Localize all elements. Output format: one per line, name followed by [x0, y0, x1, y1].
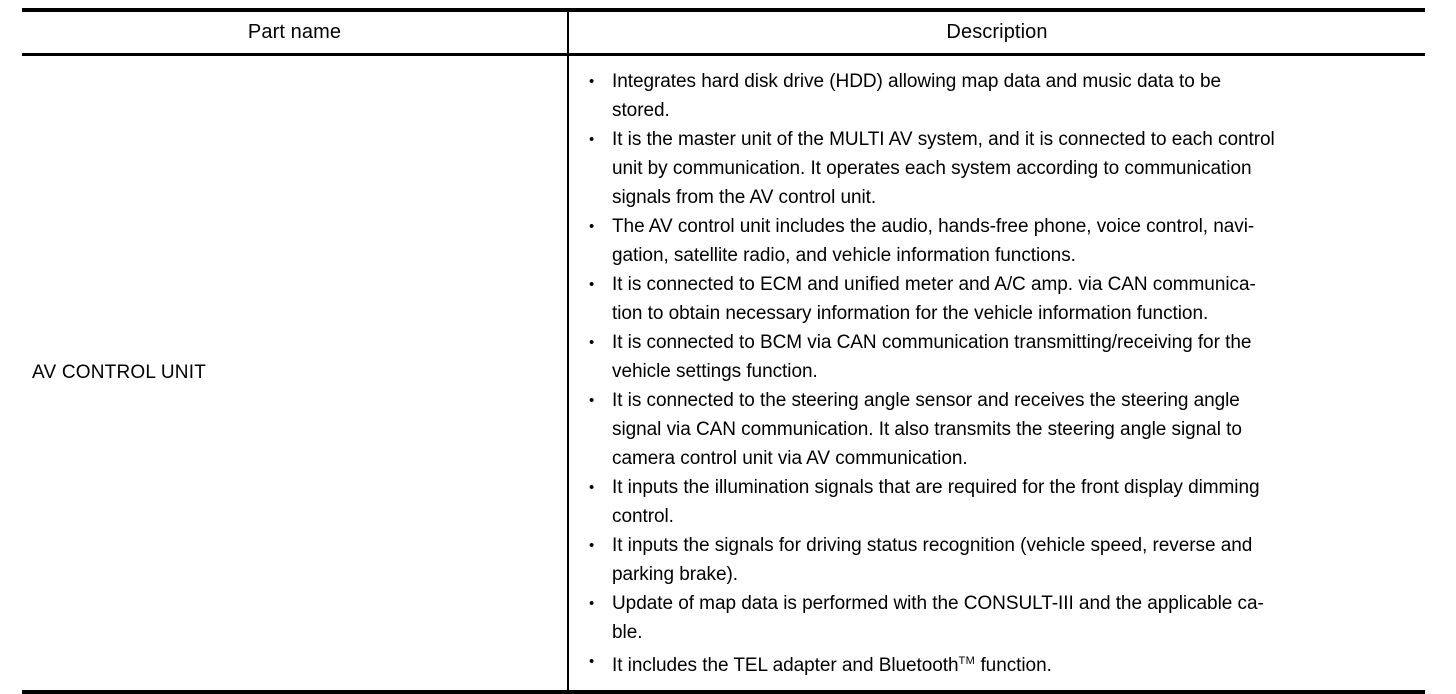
description-bullet-item: • It is the master unit of the MULTI AV s… [580, 125, 1425, 212]
bullet-line: unit by communication. It operates each … [612, 158, 1252, 179]
trademark-superscript: TM [958, 655, 976, 667]
bullet-line: It is connected to BCM via CAN communica… [612, 332, 1252, 353]
bullet-point-icon: • [589, 73, 595, 90]
column-header-part-name-label: Part name [247, 21, 342, 43]
bullet-line: ble. [612, 622, 643, 643]
bullet-line: parking brake). [612, 564, 738, 585]
bullet-line: It includes the TEL adapter and Bluetoot… [612, 655, 1052, 676]
bullet-line: Update of map data is performed with the… [612, 593, 1264, 614]
description-bullet-item: • The AV control unit includes the audio,… [580, 212, 1425, 270]
table-row: AV CONTROL UNIT • Integrates hard disk dr… [22, 56, 1425, 690]
bullet-point-icon: • [589, 276, 595, 293]
part-description-table: Part name Description AV CONTROL UNIT • I… [22, 8, 1425, 694]
bullet-line: It inputs the illumination signals that … [612, 477, 1260, 498]
bullet-line: gation, satellite radio, and vehicle inf… [612, 245, 1076, 266]
description-bullet-item: • It is connected to the steering angle s… [580, 386, 1425, 473]
cell-description: • Integrates hard disk drive (HDD) allowi… [569, 56, 1425, 690]
bullet-line: Integrates hard disk drive (HDD) allowin… [612, 71, 1221, 92]
part-name-value: AV CONTROL UNIT [32, 362, 207, 383]
bullet-line: stored. [612, 100, 670, 121]
bullet-point-icon: • [589, 537, 595, 554]
bullet-line: tion to obtain necessary information for… [612, 303, 1209, 324]
description-bullet-item: • It inputs the illumination signals that… [580, 473, 1425, 531]
description-bullet-item: • It inputs the signals for driving statu… [580, 531, 1425, 589]
cell-part-name: AV CONTROL UNIT [22, 56, 569, 690]
bullet-line: The AV control unit includes the audio, … [612, 216, 1255, 237]
table-bottom-border [22, 690, 1425, 694]
column-header-description-label: Description [946, 21, 1048, 43]
description-bullet-item: • It includes the TEL adapter and Bluetoo… [580, 647, 1425, 680]
description-bullet-list: • Integrates hard disk drive (HDD) allowi… [569, 67, 1425, 680]
bullet-point-icon: • [589, 595, 595, 612]
header-cell-description: Description [569, 12, 1425, 53]
bullet-point-icon: • [589, 218, 595, 235]
table-header-row: Part name Description [22, 12, 1425, 53]
bullet-point-icon: • [589, 392, 595, 409]
bullet-line: It inputs the signals for driving status… [612, 535, 1253, 556]
bullet-point-icon: • [589, 479, 595, 496]
description-bullet-item: • Update of map data is performed with th… [580, 589, 1425, 647]
bullet-line: vehicle settings function. [612, 361, 818, 382]
bullet-line: camera control unit via AV communication… [612, 448, 968, 469]
bullet-point-icon: • [589, 334, 595, 351]
bullet-line: signal via CAN communication. It also tr… [612, 419, 1242, 440]
header-cell-part-name: Part name [22, 12, 569, 53]
bullet-line: control. [612, 506, 674, 527]
bullet-point-icon: • [589, 653, 595, 670]
description-bullet-item: • It is connected to ECM and unified mete… [580, 270, 1425, 328]
bullet-line: signals from the AV control unit. [612, 187, 877, 208]
bullet-line: It is connected to the steering angle se… [612, 390, 1240, 411]
table-top-border [22, 8, 1425, 12]
bullet-line: It is the master unit of the MULTI AV sy… [612, 129, 1275, 150]
description-bullet-item: • Integrates hard disk drive (HDD) allowi… [580, 67, 1425, 125]
table-header-separator [22, 53, 1425, 56]
description-bullet-item: • It is connected to BCM via CAN communic… [580, 328, 1425, 386]
bullet-point-icon: • [589, 131, 595, 148]
bullet-line: It is connected to ECM and unified meter… [612, 274, 1256, 295]
